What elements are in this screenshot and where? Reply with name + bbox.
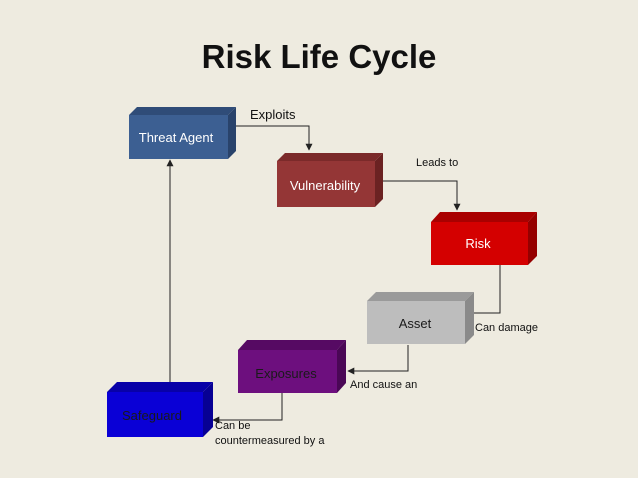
exposures-box: Exposures: [238, 340, 346, 393]
leads-to-label: Leads to: [416, 157, 458, 169]
safeguard-label: Safeguard: [122, 408, 182, 423]
safeguard-box-side: [203, 382, 213, 437]
exposures-box-top: [238, 340, 346, 350]
threat-agent-box-front: [129, 115, 228, 159]
safeguard-box: Safeguard: [107, 382, 213, 437]
threat-agent-box-side: [228, 107, 236, 159]
exposures-box-front: [238, 350, 337, 393]
can-damage-label: Can damage: [475, 322, 538, 334]
asset-box-top: [367, 292, 474, 301]
safeguard-box-front: [107, 392, 203, 437]
exploits-arrow: [236, 125, 313, 151]
asset-box-front: [367, 301, 465, 344]
and-cause-an-label: And cause an: [350, 379, 417, 391]
risk-box-front: [431, 222, 528, 265]
asset-box: Asset: [367, 292, 474, 344]
and-cause-an-arrow: [347, 345, 409, 375]
risk-box: Risk: [431, 212, 537, 265]
threat-agent-box-top: [129, 107, 236, 115]
leads-to-arrow: [383, 180, 461, 211]
exploits-label: Exploits: [250, 107, 296, 122]
safeguard-box-top: [107, 382, 213, 392]
asset-label: Asset: [399, 316, 432, 331]
countermeasured-arrow: [212, 393, 283, 424]
can-damage-arrow: [465, 265, 501, 317]
exposures-label: Exposures: [255, 366, 317, 381]
vulnerability-label: Vulnerability: [290, 178, 361, 193]
threat-agent-box: Threat Agent: [129, 107, 236, 159]
asset-box-side: [465, 292, 474, 344]
risk-box-top: [431, 212, 537, 222]
countermeasured-label-line1: Can be: [215, 420, 250, 432]
threat-agent-label: Threat Agent: [139, 130, 214, 145]
slide-title: Risk Life Cycle: [201, 38, 437, 75]
vulnerability-box: Vulnerability: [277, 153, 383, 207]
countermeasured-label-line2: countermeasured by a: [215, 435, 325, 447]
risk-label: Risk: [465, 236, 491, 251]
vulnerability-box-side: [375, 153, 383, 207]
risk-box-side: [528, 212, 537, 265]
exposures-box-side: [337, 340, 346, 393]
vulnerability-box-top: [277, 153, 383, 161]
connectors: [166, 125, 501, 424]
vulnerability-box-front: [277, 161, 375, 207]
